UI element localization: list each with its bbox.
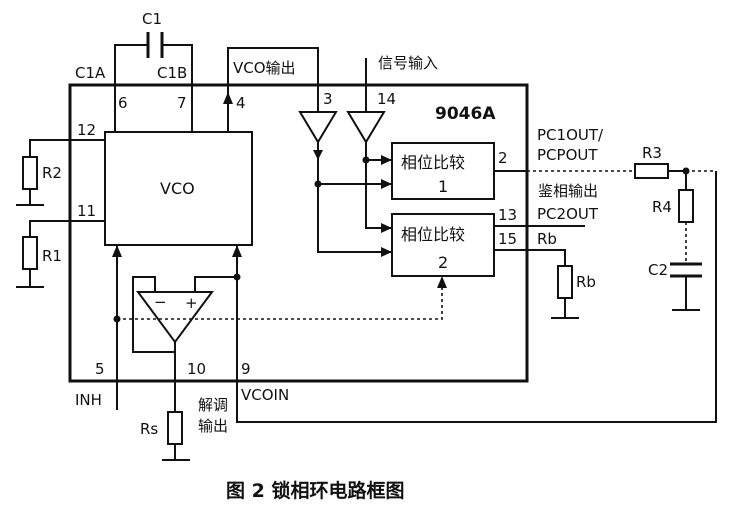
- pin-2: 2: [498, 149, 508, 167]
- chip-outline: [68, 83, 529, 383]
- pin-11: 11: [77, 202, 96, 220]
- vcoin-label: VCOIN: [241, 386, 289, 404]
- opamp-minus: −: [154, 293, 167, 311]
- signal-input-label: 信号输入: [378, 54, 438, 72]
- arrow-into-pc1-b: [381, 179, 392, 189]
- rb-wire: [494, 249, 579, 319]
- c1-wire: [114, 44, 193, 132]
- pc2out-label: PC2OUT: [537, 205, 599, 223]
- rs-label: Rs: [140, 420, 158, 438]
- phase-comparator-2-line1: 相位比较: [401, 225, 465, 244]
- vco-block: [104, 131, 253, 246]
- demod-opamp: [136, 291, 214, 344]
- r2-resistor: [22, 156, 38, 190]
- pin-3: 3: [323, 90, 333, 108]
- chip-name: 9046A: [435, 104, 496, 124]
- pin-10: 10: [187, 360, 206, 378]
- arrow-down-buffer3: [313, 150, 323, 160]
- pin-9: 9: [241, 360, 251, 378]
- vco-block-label: VCO: [160, 179, 195, 198]
- junction-pc1-in: [314, 180, 322, 188]
- c1a-label: C1A: [75, 64, 106, 82]
- inh-to-pc2-arrow: [437, 276, 447, 288]
- vcoin-wire: [236, 171, 717, 423]
- r1-resistor: [22, 236, 38, 270]
- phase-comparator-1-line1: 相位比较: [401, 153, 465, 172]
- r3-label: R3: [642, 144, 662, 162]
- phase-out-label: 鉴相输出: [538, 182, 598, 200]
- r3-resistor: [634, 163, 669, 179]
- vco-output-label: VCO输出: [233, 59, 296, 77]
- buffer-pin14: [346, 111, 386, 144]
- phase-comparator-1: [391, 142, 495, 200]
- opamp-plus: +: [185, 294, 198, 312]
- r4-label: R4: [652, 198, 672, 216]
- vco-output-wire: [227, 47, 319, 132]
- r2-label: R2: [42, 164, 62, 182]
- arrow-into-pc2-a: [381, 223, 392, 233]
- c1-label: C1: [142, 10, 162, 28]
- phase-comparator-2-line2: 2: [438, 253, 448, 272]
- demod-label-line1: 解调: [198, 396, 228, 414]
- inh-arrow: [112, 245, 122, 257]
- pin-13: 13: [498, 206, 517, 224]
- inh-to-pc2-dashed: [117, 282, 443, 320]
- pin-14: 14: [377, 90, 396, 108]
- arrow-into-pc1-a: [381, 155, 392, 165]
- c2-label: C2: [648, 261, 668, 279]
- figure-caption: 图 2 锁相环电路框图: [226, 479, 404, 502]
- rs-resistor: [167, 411, 183, 445]
- rb-resistor: [557, 265, 573, 299]
- pin-7: 7: [177, 94, 187, 112]
- pin-4: 4: [236, 94, 246, 112]
- rb-label: Rb: [576, 273, 596, 291]
- demod-label-line2: 输出: [198, 417, 228, 435]
- r4-resistor: [678, 189, 694, 223]
- arrow-into-pc2-b: [381, 247, 392, 257]
- pin-5: 5: [95, 360, 105, 378]
- junction-pc2-in: [362, 156, 370, 164]
- opamp-feedback: [132, 276, 176, 353]
- c2-ground-wire: [672, 276, 700, 311]
- buffer3-to-comparators: [317, 142, 392, 253]
- inh-label: INH: [75, 391, 102, 409]
- r2-wire: [16, 139, 105, 206]
- vcoin-arrow: [232, 245, 242, 257]
- vco-output-arrow: [223, 92, 233, 104]
- phase-comparator-2: [391, 213, 495, 277]
- c1b-label: C1B: [157, 64, 187, 82]
- rb-pin-label: Rb: [537, 230, 557, 248]
- pin-6: 6: [118, 94, 128, 112]
- buffer-pin3: [298, 111, 338, 144]
- phase-comparator-1-line2: 1: [438, 177, 448, 196]
- pin-15: 15: [498, 230, 517, 248]
- pc1out-label: PC1OUT/: [537, 126, 604, 144]
- pin-12: 12: [77, 121, 96, 139]
- pcpout-label: PCPOUT: [537, 146, 598, 164]
- r1-wire: [16, 220, 105, 288]
- demod-output-wire: [162, 352, 190, 461]
- r1-label: R1: [42, 247, 62, 265]
- opamp-plus-input: [194, 276, 237, 292]
